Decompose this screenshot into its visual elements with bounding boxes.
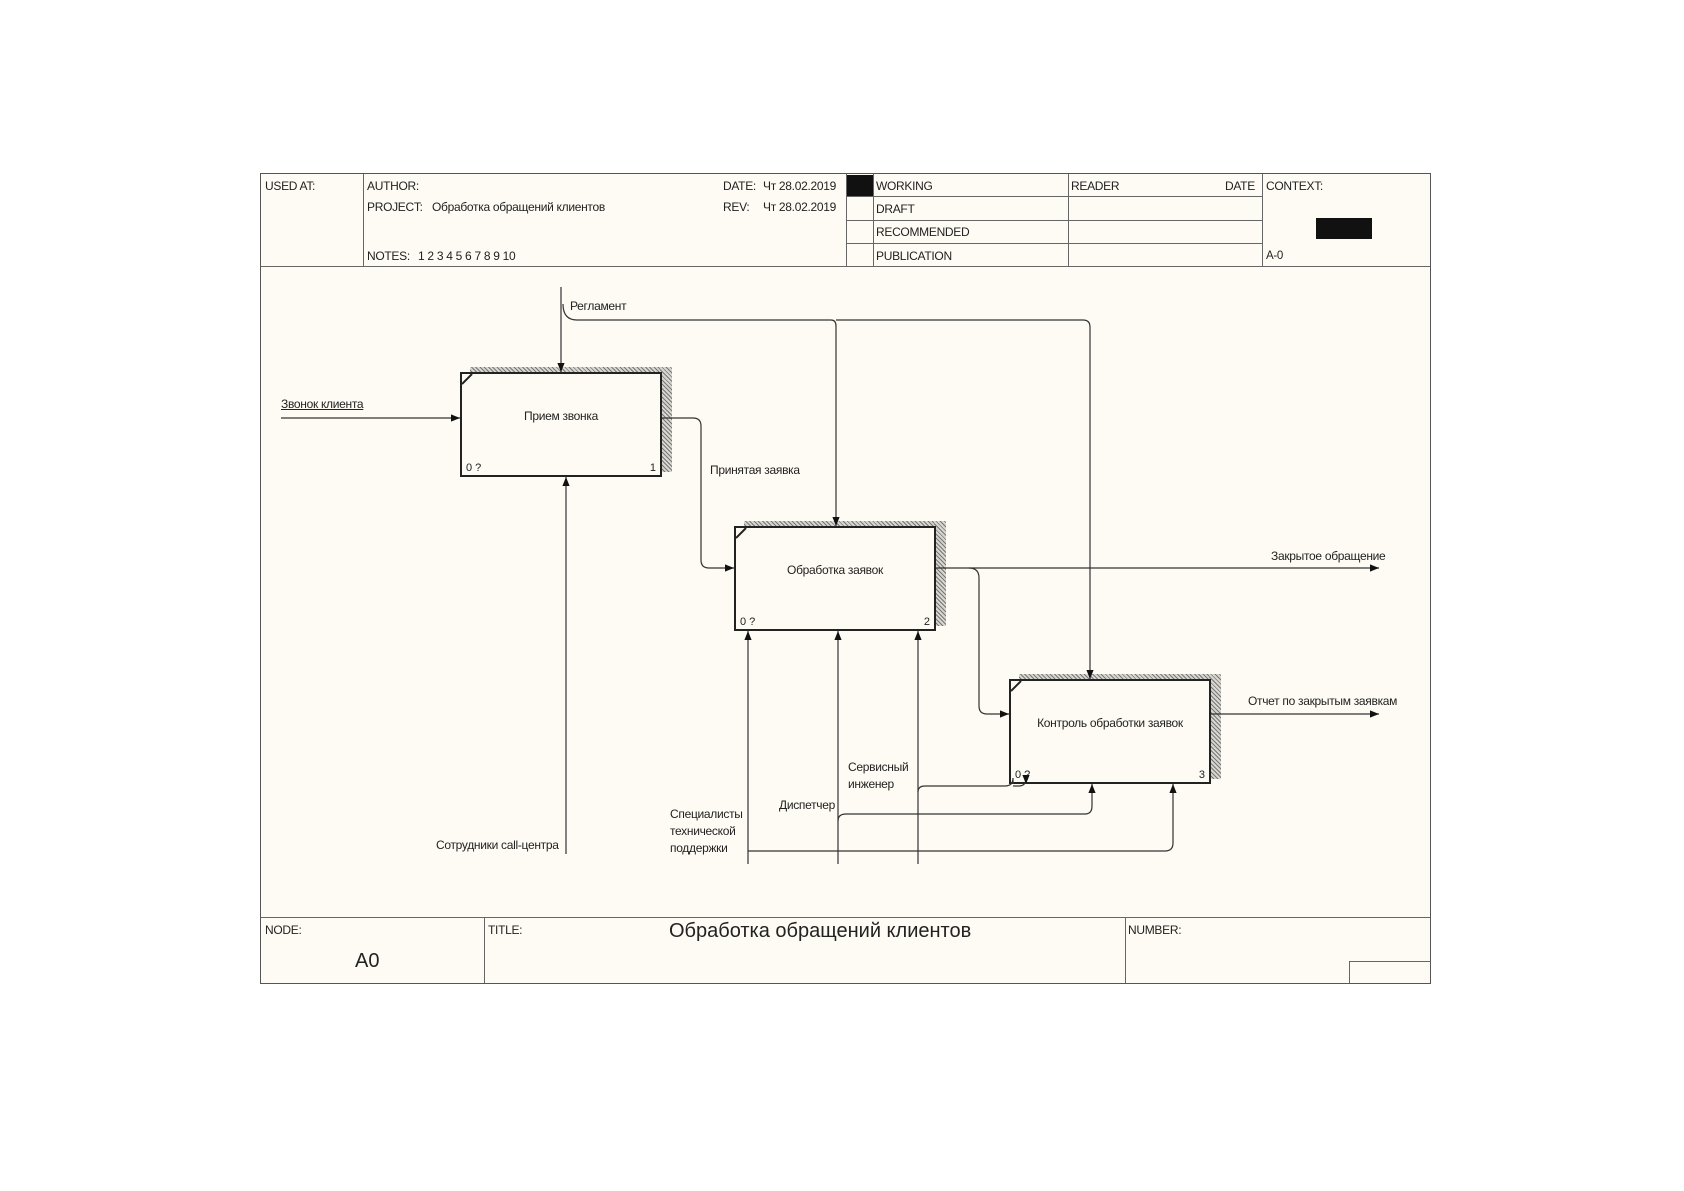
- box-corner-mark: [736, 528, 747, 539]
- label-specialists-line2: технической: [670, 824, 736, 838]
- status-row-divider: [846, 220, 1262, 221]
- header-divider: [363, 174, 364, 266]
- notes-label: NOTES:: [367, 249, 410, 263]
- activity-label: Обработка заявок: [787, 563, 883, 577]
- used-at-label: USED AT:: [265, 179, 316, 193]
- activity-number: 1: [649, 462, 656, 474]
- footer-divider: [1125, 917, 1126, 983]
- header-divider: [1262, 174, 1263, 266]
- arrow-reglament-to-box2: [562, 303, 840, 526]
- status-row-divider: [846, 243, 1262, 244]
- activity-box-3[interactable]: Контроль обработки заявок 0 ? 3: [1009, 679, 1211, 784]
- label-specialists-line3: поддержки: [670, 841, 728, 855]
- status-working: WORKING: [876, 179, 933, 193]
- rev-value: Чт 28.02.2019: [763, 200, 836, 214]
- label-callcenter: Сотрудники call-центра: [436, 838, 559, 852]
- date-label: DATE:: [723, 179, 756, 193]
- idef0-diagram-sheet: USED AT: AUTHOR: PROJECT: Обработка обра…: [260, 173, 1431, 984]
- box-shadow: [660, 367, 672, 472]
- date-value: Чт 28.02.2019: [763, 179, 836, 193]
- project-value: Обработка обращений клиентов: [432, 200, 605, 214]
- box-shadow: [1209, 674, 1221, 779]
- context-thumbnail: [1316, 218, 1372, 239]
- activity-label: Контроль обработки заявок: [1037, 716, 1183, 730]
- number-label: NUMBER:: [1128, 923, 1182, 937]
- status-recommended: RECOMMENDED: [876, 225, 970, 239]
- footer-divider: [484, 917, 485, 983]
- status-row-divider: [846, 196, 1262, 197]
- context-node: A-0: [1266, 250, 1283, 262]
- arrow-engineer-to-box3-bend: [917, 777, 1014, 793]
- label-specialists-line1: Специалисты: [670, 807, 743, 821]
- arrow-accepted-request: [662, 417, 734, 572]
- label-engineer-line1: Сервисный: [848, 760, 909, 774]
- activity-number: 3: [1198, 769, 1205, 781]
- author-label: AUTHOR:: [367, 179, 419, 193]
- diagram-title: Обработка обращений клиентов: [669, 920, 972, 942]
- reader-label: READER: [1071, 179, 1120, 193]
- label-report: Отчет по закрытым заявкам: [1248, 694, 1398, 708]
- label-engineer-line2: инженер: [848, 777, 894, 791]
- arrows-layer: [281, 287, 1379, 864]
- arrow-dispatcher-to-box3: [837, 784, 1096, 822]
- box-corner-mark: [462, 374, 473, 385]
- project-label: PROJECT:: [367, 200, 423, 214]
- arrow-reglament-to-box3: [836, 319, 1094, 679]
- page-number-box: [1349, 961, 1431, 983]
- activity-cost: 0 ?: [466, 462, 482, 474]
- activity-box-2[interactable]: Обработка заявок 0 ? 2: [734, 526, 936, 631]
- status-publication: PUBLICATION: [876, 249, 952, 263]
- arrow-specialists-to-box3: [748, 784, 1177, 852]
- context-label: CONTEXT:: [1266, 179, 1323, 193]
- working-status-marker: [847, 175, 873, 196]
- notes-value: 1 2 3 4 5 6 7 8 9 10: [418, 249, 516, 263]
- footer-top-border: [261, 917, 1430, 918]
- title-label: TITLE:: [488, 923, 523, 937]
- activity-box-1[interactable]: Прием звонка 0 ? 1: [460, 372, 662, 477]
- node-value: A0: [355, 950, 380, 972]
- label-dispatcher: Диспетчер: [779, 798, 835, 812]
- reader-date-label: DATE: [1225, 179, 1255, 193]
- label-call: Звонок клиента: [281, 397, 364, 411]
- box-shadow: [934, 521, 946, 626]
- header-bottom-border: [261, 266, 1430, 267]
- label-reglament: Регламент: [570, 299, 627, 313]
- label-closed: Закрытое обращение: [1271, 549, 1386, 563]
- label-accepted: Принятая заявка: [710, 463, 800, 477]
- activity-number: 2: [923, 616, 930, 628]
- rev-label: REV:: [723, 200, 750, 214]
- node-label: NODE:: [265, 923, 302, 937]
- activity-label: Прием звонка: [524, 409, 598, 423]
- arrow-engineer-to-box3: [1013, 775, 1030, 787]
- box-corner-mark: [1011, 681, 1022, 692]
- activity-cost: 0 ?: [740, 616, 756, 628]
- arrow-closed-to-box3: [968, 567, 1009, 718]
- status-draft: DRAFT: [876, 202, 915, 216]
